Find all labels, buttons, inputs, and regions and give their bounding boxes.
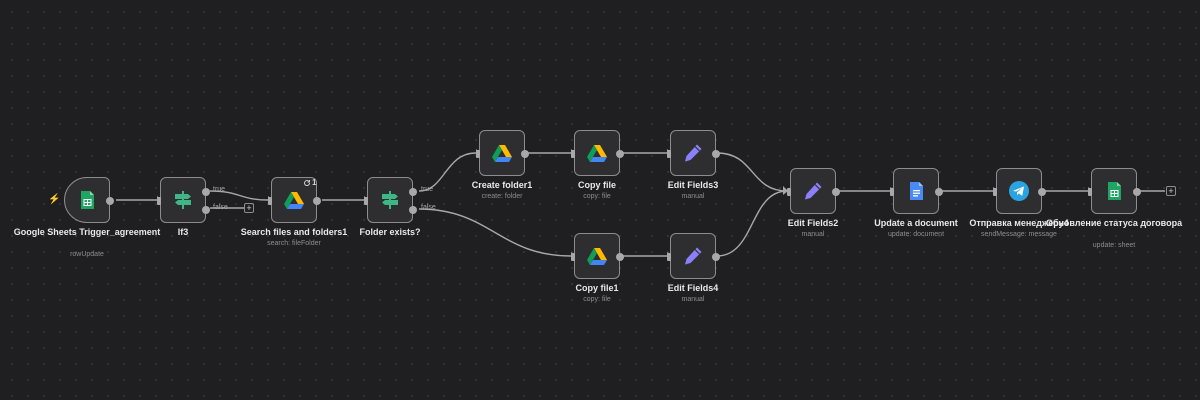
node-copy-file[interactable]: [571, 130, 624, 176]
output-port[interactable]: [832, 188, 840, 196]
input-port[interactable]: [364, 197, 368, 205]
node-edit-fields3[interactable]: [667, 130, 720, 176]
input-port[interactable]: [268, 197, 272, 205]
input-port[interactable]: [571, 150, 575, 158]
node-update-document[interactable]: [890, 168, 943, 214]
google-sheets-icon: [1103, 180, 1125, 202]
node-title: Create folder1: [471, 180, 533, 190]
node-title: Edit Fields2: [787, 218, 839, 228]
input-port[interactable]: [890, 188, 894, 196]
branch-label-false: false: [213, 204, 228, 211]
pencil-icon: [802, 180, 824, 202]
pencil-icon: [682, 245, 704, 267]
output-port-false[interactable]: [202, 206, 210, 214]
run-count-badge: 1: [312, 178, 317, 187]
branch-label-false: false: [421, 204, 436, 211]
node-subtitle: sendMessage: message: [981, 231, 1057, 238]
output-port[interactable]: [712, 253, 720, 261]
add-node-button[interactable]: +: [1166, 186, 1176, 196]
input-port[interactable]: [571, 253, 575, 261]
node-subtitle: rowUpdate: [70, 251, 104, 258]
node-folder-exists[interactable]: [364, 177, 417, 223]
output-port-false[interactable]: [409, 206, 417, 214]
node-edit-fields2[interactable]: [787, 168, 840, 214]
edge-if3-true-search: [209, 190, 269, 201]
input-port[interactable]: [787, 188, 791, 196]
telegram-icon: [1008, 180, 1030, 202]
input-port[interactable]: [157, 197, 161, 205]
output-port-true[interactable]: [202, 188, 210, 196]
google-drive-icon: [586, 142, 608, 164]
node-title: Update a document: [874, 218, 958, 228]
node-if3[interactable]: [157, 177, 210, 223]
node-subtitle: manual: [681, 193, 705, 200]
input-port[interactable]: [993, 188, 997, 196]
node-title: Отправка менеджеру4: [969, 218, 1069, 228]
node-subtitle: copy: file: [583, 296, 611, 303]
google-drive-icon: [491, 142, 513, 164]
node-subtitle: create: folder: [481, 193, 523, 200]
node-subtitle: update: document: [887, 231, 945, 238]
node-title: Обновление статуса договора: [1045, 218, 1183, 228]
node-title: If3: [177, 227, 189, 237]
node-telegram-send[interactable]: [993, 168, 1046, 214]
output-port[interactable]: [1038, 188, 1046, 196]
output-port[interactable]: [1133, 188, 1141, 196]
edge-folder-exists-false-copy1: [418, 208, 572, 257]
edge-edit3-edit2: [716, 152, 788, 192]
node-title: Search files and folders1: [240, 227, 348, 237]
node-subtitle: update: sheet: [1092, 242, 1136, 249]
google-drive-icon: [283, 189, 305, 211]
node-edit-fields4[interactable]: [667, 233, 720, 279]
signpost-icon: [172, 189, 194, 211]
input-port[interactable]: [476, 150, 480, 158]
pencil-icon: [682, 142, 704, 164]
output-port[interactable]: [313, 197, 321, 205]
branch-label-true: true: [421, 186, 434, 193]
add-node-button[interactable]: +: [244, 203, 254, 213]
output-port[interactable]: [616, 150, 624, 158]
google-docs-icon: [905, 180, 927, 202]
edge-edit4-edit2: [716, 190, 788, 257]
input-port[interactable]: [1088, 188, 1092, 196]
node-google-sheets-trigger[interactable]: [64, 177, 114, 223]
node-title: Copy file1: [575, 283, 619, 293]
node-title: Copy file: [577, 180, 616, 190]
node-copy-file1[interactable]: [571, 233, 624, 279]
output-port-true[interactable]: [409, 188, 417, 196]
google-sheets-icon: [76, 189, 98, 211]
node-google-sheets-update[interactable]: [1088, 168, 1141, 214]
input-port[interactable]: [667, 150, 671, 158]
node-subtitle: copy: file: [583, 193, 611, 200]
google-drive-icon: [586, 245, 608, 267]
input-port[interactable]: [667, 253, 671, 261]
node-title: Google Sheets Trigger_agreement: [13, 227, 161, 237]
output-port[interactable]: [712, 150, 720, 158]
output-port[interactable]: [616, 253, 624, 261]
node-subtitle: search: fileFolder: [267, 240, 321, 247]
node-title: Folder exists?: [359, 227, 421, 237]
trigger-bolt-icon: ⚡: [48, 194, 61, 205]
signpost-icon: [379, 189, 401, 211]
refresh-icon: [304, 180, 311, 187]
node-subtitle: manual: [681, 296, 705, 303]
node-create-folder[interactable]: [476, 130, 529, 176]
node-title: Edit Fields4: [667, 283, 719, 293]
edge-folder-exists-true-create: [418, 152, 477, 192]
node-subtitle: manual: [801, 231, 825, 238]
output-port[interactable]: [106, 197, 114, 205]
output-port[interactable]: [935, 188, 943, 196]
branch-label-true: true: [213, 186, 226, 193]
node-title: Edit Fields3: [667, 180, 719, 190]
output-port[interactable]: [521, 150, 529, 158]
